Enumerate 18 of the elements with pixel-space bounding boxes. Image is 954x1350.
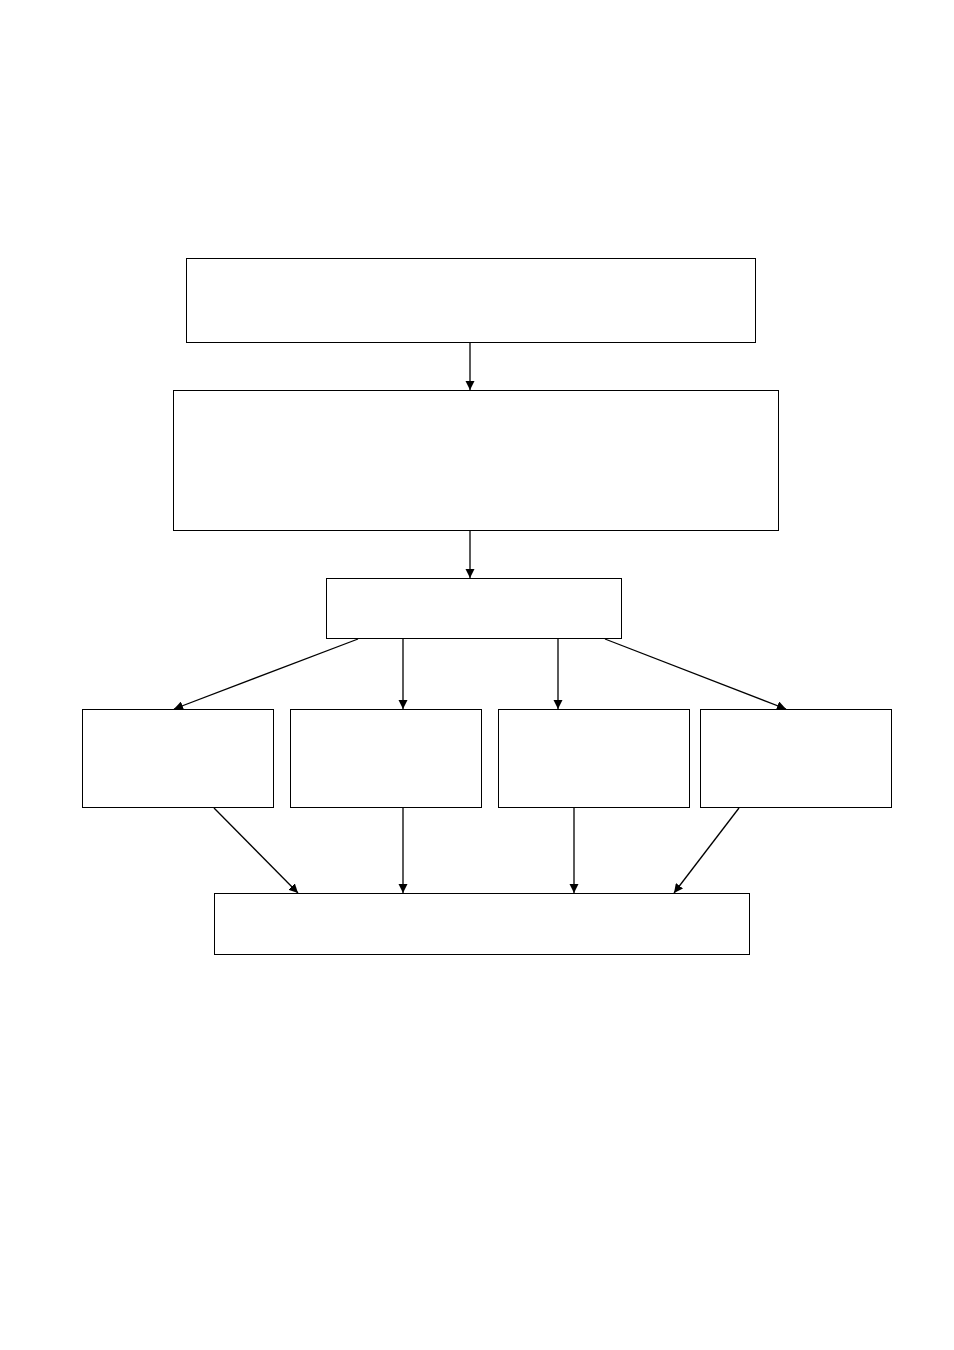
arrow <box>465 530 475 579</box>
process-box <box>326 578 622 639</box>
process-box <box>700 709 892 808</box>
process-box <box>290 709 482 808</box>
arrow <box>673 807 740 894</box>
arrow <box>398 807 408 894</box>
process-box <box>82 709 274 808</box>
arrow <box>173 638 359 710</box>
arrow <box>553 638 563 710</box>
process-box <box>186 258 756 343</box>
arrow <box>569 807 579 894</box>
process-box <box>173 390 779 531</box>
arrow <box>213 807 299 894</box>
arrow <box>398 638 408 710</box>
arrow <box>465 342 475 391</box>
process-box <box>498 709 690 808</box>
arrow <box>604 638 787 710</box>
process-box <box>214 893 750 955</box>
